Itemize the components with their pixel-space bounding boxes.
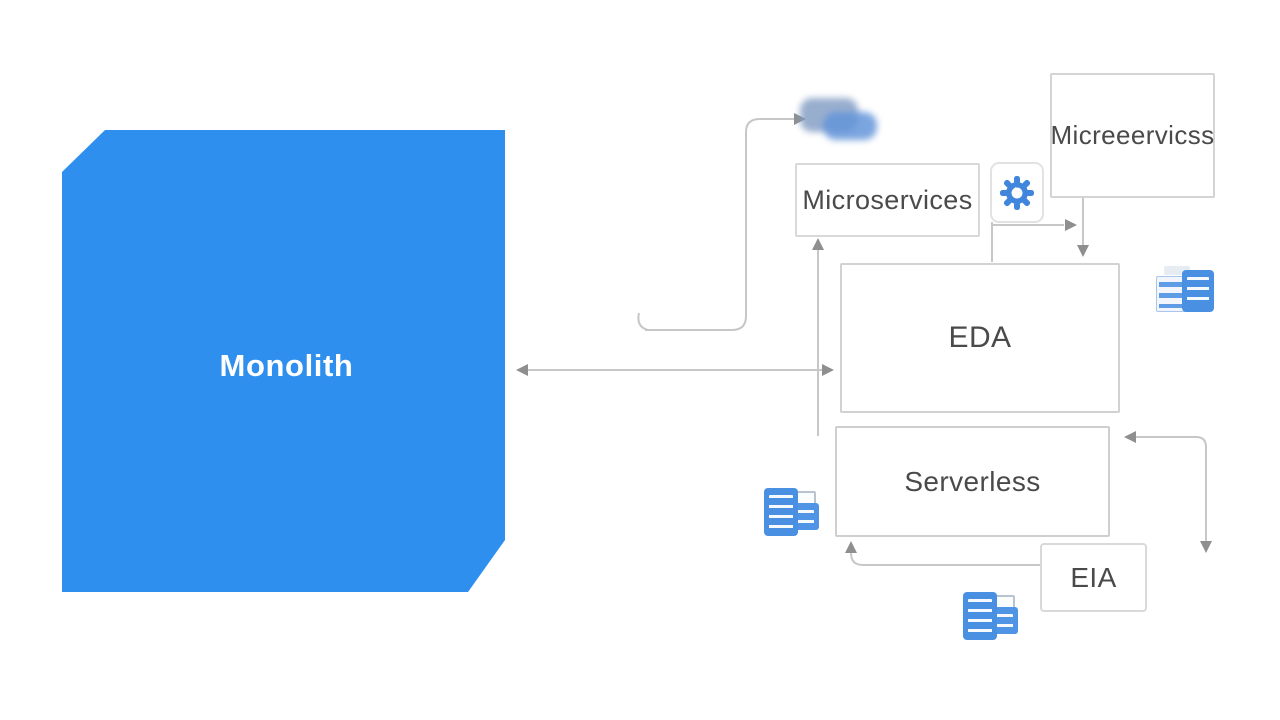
document-server-icon xyxy=(961,590,1019,642)
connector-eia-to-serverless xyxy=(850,549,1040,566)
serverless-node: Serverless xyxy=(835,426,1110,537)
gear-icon xyxy=(1000,175,1034,210)
eia-label: EIA xyxy=(1070,561,1117,593)
arrowhead-down-eda xyxy=(1077,245,1089,257)
document-server-icon xyxy=(762,486,820,538)
arrowhead-left-monolith xyxy=(516,364,528,376)
server-tab xyxy=(1164,266,1190,275)
arrowhead-up-microservices xyxy=(812,238,824,250)
connector-to-cloud xyxy=(645,118,794,331)
connector-right-loop xyxy=(1136,436,1207,541)
document-sheet xyxy=(764,488,798,536)
eia-node: EIA xyxy=(1040,543,1147,612)
arrowhead-left-serverless xyxy=(1124,431,1136,443)
connector-cloud-tail xyxy=(637,312,649,331)
microservices-node: Microservices xyxy=(795,163,980,237)
serverless-label: Serverless xyxy=(904,465,1041,497)
arrowhead-right-eda xyxy=(822,364,834,376)
microservices-alt-node: Micreeervicss xyxy=(1050,73,1215,198)
cloud-icon xyxy=(796,96,882,146)
monolith-label: Monolith xyxy=(219,348,354,383)
arrowhead-down-right-loop xyxy=(1200,541,1212,553)
microservices-alt-label: Micreeervicss xyxy=(1050,120,1215,150)
server-stack-icon xyxy=(1156,264,1214,316)
gear-chip xyxy=(990,162,1044,223)
server-left xyxy=(1156,276,1186,312)
arrowhead-gear-branch xyxy=(1065,219,1077,231)
document-sheet xyxy=(963,592,997,640)
eda-node: EDA xyxy=(840,263,1120,413)
eda-label: EDA xyxy=(948,321,1012,354)
server-right xyxy=(1182,270,1214,312)
arrowhead-up-serverless xyxy=(845,541,857,553)
cloud-shape-front xyxy=(823,112,877,140)
monolith-node: Monolith xyxy=(62,130,505,592)
microservices-label: Microservices xyxy=(802,184,973,215)
